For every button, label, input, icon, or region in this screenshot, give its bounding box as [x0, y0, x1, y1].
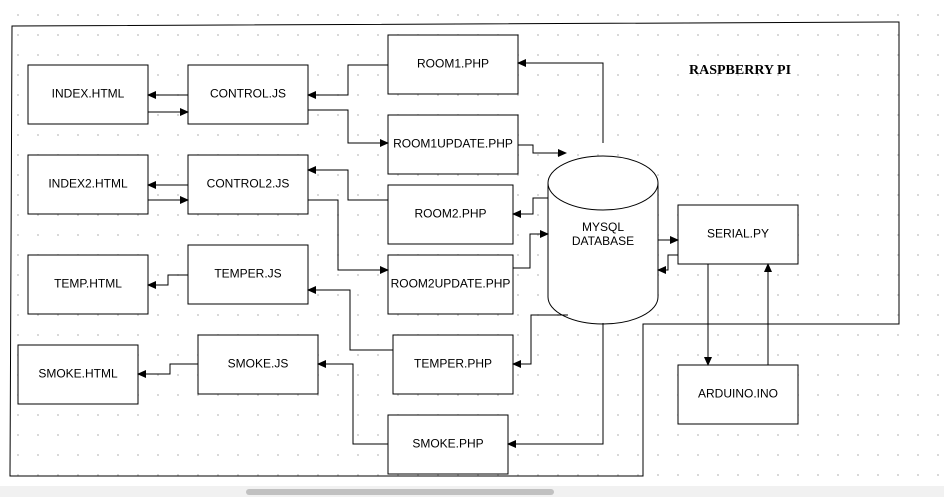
- room2-php-label: ROOM2.PHP: [414, 207, 486, 221]
- temper-js-label: TEMPER.JS: [214, 267, 281, 281]
- edge-serial-to-db: [657, 254, 678, 274]
- edge-room2-to-control2: [307, 166, 388, 201]
- edge-smoke-js-to-smoke-html: [137, 363, 198, 378]
- edge-db-to-room2: [512, 197, 548, 218]
- control2-js-label: CONTROL2.JS: [207, 177, 290, 191]
- smoke-html-label: SMOKE.HTML: [38, 367, 118, 381]
- control-js-node: CONTROL.JS: [187, 64, 309, 125]
- diagram-title: RASPBERRY PI: [689, 63, 791, 78]
- control-js-label: CONTROL.JS: [210, 87, 286, 101]
- temper-php-node: TEMPER.PHP: [392, 334, 514, 395]
- serial-py-node: SERIAL.PY: [677, 204, 799, 265]
- temper-php-label: TEMPER.PHP: [414, 357, 492, 371]
- database-cylinder: [547, 155, 659, 325]
- smoke-js-label: SMOKE.JS: [228, 357, 289, 371]
- database-top-rim: [547, 182, 659, 211]
- room1-php-label: ROOM1.PHP: [417, 57, 489, 71]
- edge-control-to-room1update: [308, 109, 389, 147]
- edge-room1update-to-db: [518, 144, 567, 157]
- temper-js-node: TEMPER.JS: [187, 244, 309, 305]
- edge-db-to-room1: [517, 59, 604, 143]
- raspberry-pi-boundary: [9, 21, 900, 477]
- edge-room2update-to-db: [513, 230, 549, 269]
- edge-db-to-smoke-php: [507, 323, 604, 448]
- edge-smoke-php-to-smoke-js: [317, 360, 388, 445]
- horizontal-scrollbar-thumb[interactable]: [246, 489, 554, 495]
- smoke-html-node: SMOKE.HTML: [17, 344, 139, 405]
- room1update-php-label: ROOM1UPDATE.PHP: [393, 137, 513, 151]
- temp-html-node: TEMP.HTML: [27, 254, 149, 315]
- room1-php-node: ROOM1.PHP: [387, 34, 519, 95]
- control2-js-node: CONTROL2.JS: [187, 154, 309, 215]
- index2-html-node: INDEX2.HTML: [27, 154, 149, 215]
- temp-html-label: TEMP.HTML: [54, 277, 122, 291]
- room2-php-node: ROOM2.PHP: [387, 184, 514, 245]
- room2update-php-label: ROOM2UPDATE.PHP: [391, 277, 511, 291]
- smoke-js-node: SMOKE.JS: [197, 334, 319, 395]
- arduino-ino-label: ARDUINO.INO: [698, 387, 778, 401]
- index-html-label: INDEX.HTML: [52, 87, 125, 101]
- arduino-ino-node: ARDUINO.INO: [677, 364, 799, 425]
- edge-control2-to-room2update: [308, 199, 389, 274]
- index-html-node: INDEX.HTML: [27, 64, 149, 125]
- room1update-php-node: ROOM1UPDATE.PHP: [387, 114, 519, 175]
- smoke-php-label: SMOKE.PHP: [412, 437, 483, 451]
- database-label-line2: DATABASE: [572, 234, 634, 248]
- room2update-php-node: ROOM2UPDATE.PHP: [387, 254, 514, 315]
- serial-py-label: SERIAL.PY: [707, 227, 769, 241]
- edge-room1-to-control: [307, 64, 388, 99]
- mysql-database-node: MYSQL DATABASE: [547, 155, 659, 325]
- edge-db-to-temper-php: [512, 314, 568, 368]
- edge-temper-php-to-temper-js: [307, 286, 393, 351]
- index2-html-label: INDEX2.HTML: [48, 177, 128, 191]
- smoke-php-node: SMOKE.PHP: [387, 414, 509, 475]
- database-label-line1: MYSQL: [582, 220, 624, 234]
- edge-temper-js-to-temp-html: [147, 274, 188, 289]
